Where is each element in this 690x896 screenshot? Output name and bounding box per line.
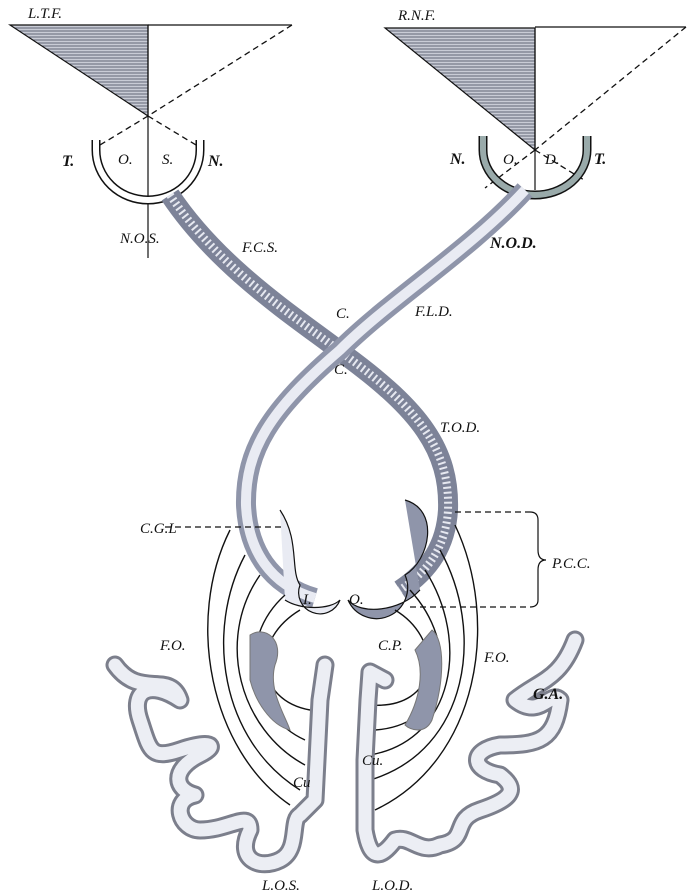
right-nasal-field (383, 26, 687, 190)
left-optic-nerve (161, 189, 459, 599)
label-nod: N.O.D. (489, 235, 537, 252)
label-cp: C.P. (378, 638, 403, 654)
radiation-fibre (236, 574, 306, 766)
left-field-dashed-edge (147, 24, 293, 117)
right-ventricle-horn (404, 629, 443, 731)
right-optic-nerve (235, 183, 533, 608)
pcc-brace (529, 511, 547, 608)
left-nerve-crossed-bundle (161, 189, 459, 599)
right-nerve-fibres (240, 186, 529, 603)
radiation-fibre (369, 569, 451, 756)
label-o: O. (349, 592, 364, 608)
label-left-eye-s: S. (162, 152, 173, 168)
left-retina-inner (93, 140, 203, 203)
right-cortex-fill (358, 633, 582, 861)
right-eye (478, 136, 592, 200)
label-pcc: P.C.C. (551, 556, 591, 572)
label-right-eye-d: D. (544, 152, 560, 168)
left-cortex-fill (108, 658, 332, 871)
label-chiasm-lower: C. (334, 362, 348, 378)
label-fld: F.L.D. (414, 304, 453, 320)
left-ray-nasal (147, 115, 197, 146)
label-ga: G.A. (533, 686, 563, 703)
label-fcs: F.C.S. (241, 240, 278, 256)
label-right-eye-o: O. (503, 152, 518, 168)
label-cu-right: Cu. (362, 753, 383, 769)
label-los: L.O.S. (261, 878, 300, 894)
left-nerve-fibres (166, 192, 453, 594)
label-fo-left: F.O. (159, 638, 186, 654)
left-ventricle-horn (249, 631, 291, 731)
left-geniculate-body (279, 509, 341, 615)
right-field-shaded-half (383, 27, 536, 152)
label-left-eye-temporal: T. (62, 153, 74, 170)
left-occipital-cortex (105, 655, 335, 874)
radiation-fibre (374, 524, 479, 811)
label-cgl: C.G.L (140, 521, 177, 537)
radiation-fibre (207, 529, 291, 806)
radiation-fibre (223, 554, 301, 791)
right-geniculate-body (347, 499, 429, 620)
label-tod: T.O.D. (440, 420, 480, 436)
left-temporal-field (8, 24, 293, 258)
radiation-fibre (369, 549, 465, 781)
label-left-eye-nasal: N. (207, 153, 224, 170)
right-occipital-cortex (355, 630, 585, 864)
label-right-nasal-field: R.N.F. (397, 8, 436, 24)
right-retina-inner (480, 136, 590, 198)
label-left-temporal-field: L.T.F. (27, 6, 62, 22)
label-i: I. (302, 592, 312, 608)
label-right-eye-nasal: N. (449, 151, 466, 168)
right-field-dashed-edge (534, 26, 687, 151)
label-lod: L.O.D. (371, 878, 413, 894)
left-field-shaded-half (8, 24, 149, 118)
left-eye (91, 140, 205, 205)
label-cu-left: Cu (293, 775, 311, 791)
label-fo-right: F.O. (483, 650, 510, 666)
left-ray-temporal (99, 115, 149, 146)
label-nos: N.O.S. (119, 231, 160, 247)
label-chiasm-upper: C. (336, 306, 350, 322)
label-right-eye-temporal: T. (594, 151, 606, 168)
label-left-eye-o: O. (118, 152, 133, 168)
